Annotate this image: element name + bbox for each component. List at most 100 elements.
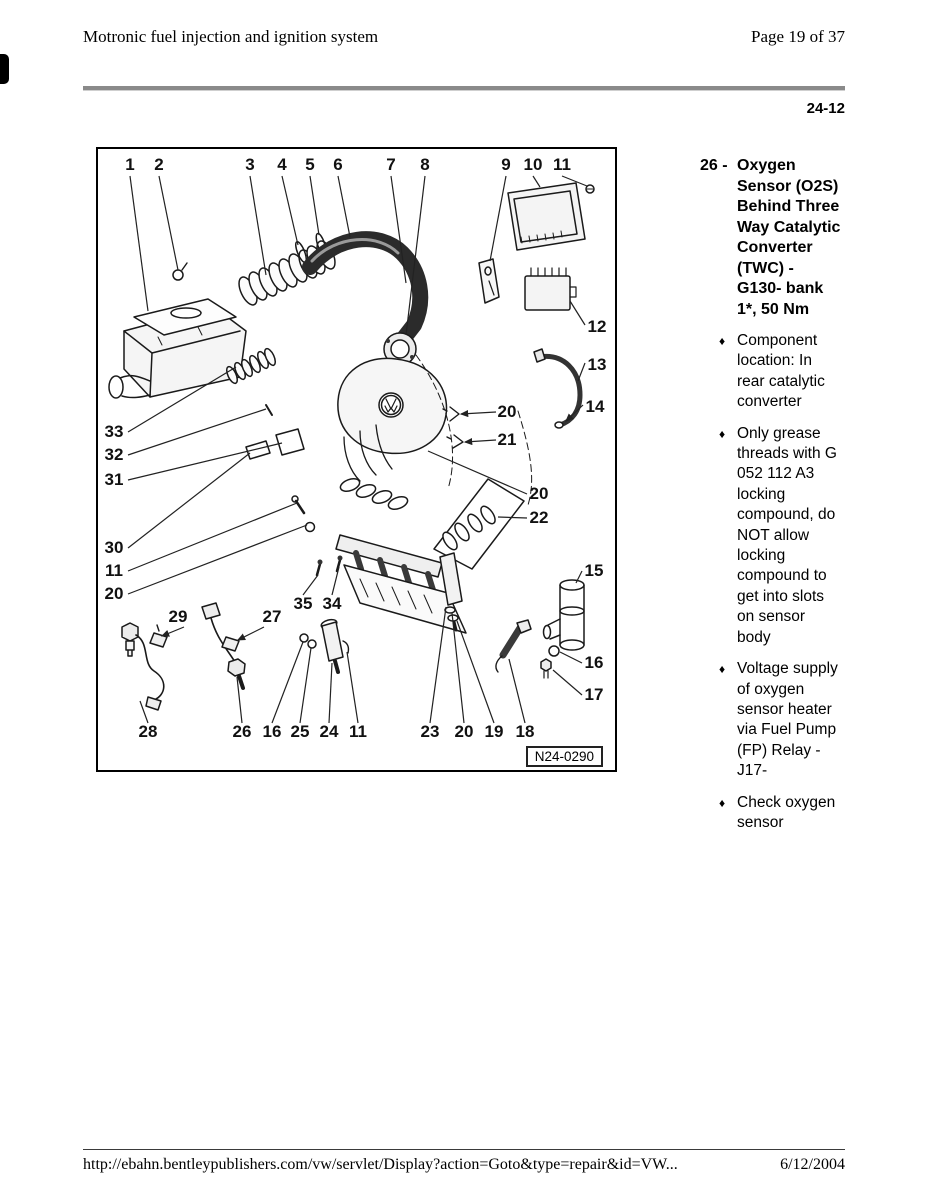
sensor-connectors <box>149 624 240 652</box>
diagram-callout-12: 12 <box>588 317 607 336</box>
diagram-callout-18: 18 <box>516 722 535 741</box>
mounting-bracket <box>478 258 500 304</box>
bullet-item: ♦ Voltage supply of oxygen sensor heater… <box>700 659 850 781</box>
diagram-callout-17: 17 <box>585 685 604 704</box>
leader-line <box>346 651 359 724</box>
diagram-callout-20: 20 <box>105 584 124 603</box>
leader-line <box>532 175 541 188</box>
diagram-callout-20: 20 <box>498 402 517 421</box>
footer-date: 6/12/2004 <box>780 1156 845 1173</box>
diagram-callout-11: 11 <box>349 722 367 741</box>
bullet-item: ♦ Component location: In rear catalytic … <box>700 331 850 413</box>
leader-line <box>552 669 583 696</box>
sensor-plug <box>495 619 532 673</box>
leader-line <box>127 452 251 549</box>
footer-url[interactable]: http://ebahn.bentleypublishers.com/vw/se… <box>83 1156 678 1173</box>
leader-line <box>569 300 586 326</box>
diagram-callout-2: 2 <box>154 155 163 174</box>
leader-line <box>559 651 583 664</box>
diagram-callout-11: 11 <box>105 561 123 580</box>
diamond-bullet-icon: ♦ <box>719 426 726 441</box>
small-clamp <box>172 262 188 281</box>
bullet-item: ♦ Check oxygen sensor <box>700 793 850 834</box>
diagram-callout-10: 10 <box>524 155 543 174</box>
diagram-callout-23: 23 <box>421 722 440 741</box>
breather-tee <box>540 579 585 679</box>
diagram-callout-4: 4 <box>277 155 287 174</box>
diagram-callout-3: 3 <box>245 155 254 174</box>
control-module <box>507 182 595 251</box>
bullet-text: Check oxygen sensor <box>737 793 836 831</box>
bullet-text: Voltage supply of oxygen sensor heater v… <box>737 660 838 780</box>
leader-line <box>337 175 351 238</box>
diagram-callout-33: 33 <box>105 422 124 441</box>
vacuum-hose <box>533 348 583 429</box>
diagram-callout-13: 13 <box>588 355 607 374</box>
throttle-flange <box>383 332 417 366</box>
relay-module <box>524 267 577 311</box>
leader-line <box>249 175 267 276</box>
leader-line <box>565 404 584 422</box>
intake-manifold <box>337 357 448 510</box>
diagram-callout-1: 1 <box>125 155 134 174</box>
leader-line <box>508 658 526 724</box>
footer-divider <box>83 1149 845 1150</box>
diagram-callout-21: 21 <box>498 430 517 449</box>
leader-line <box>302 574 319 596</box>
section-code: 24-12 <box>806 100 845 117</box>
leader-line <box>463 437 497 446</box>
leader-line <box>405 175 426 336</box>
fuel-rail-injectors <box>335 534 467 634</box>
leader-line <box>236 676 243 724</box>
leader-line <box>489 175 507 262</box>
item-description-column: 26 - Oxygen Sensor (O2S) Behind Three Wa… <box>700 156 850 833</box>
bullet-text: Only grease threads with G 052 112 A3 lo… <box>737 424 837 646</box>
leader-line <box>271 641 304 724</box>
leader-line <box>236 626 265 641</box>
leader-line <box>331 566 340 596</box>
engine-artwork <box>108 182 595 711</box>
diagram-callout-16: 16 <box>585 653 604 672</box>
leader-line <box>281 175 299 246</box>
diagram-callout-29: 29 <box>169 607 188 626</box>
header-divider <box>83 86 845 91</box>
figure-number-label: N24-0290 <box>525 746 603 767</box>
leader-line <box>160 626 185 637</box>
leader-line <box>158 175 179 271</box>
diagram-callout-22: 22 <box>530 508 549 527</box>
leader-line <box>299 647 312 724</box>
air-cleaner-assembly <box>108 298 247 399</box>
small-hardware <box>245 404 343 577</box>
page-number: Page 19 of 37 <box>751 27 845 46</box>
leader-line <box>561 175 588 187</box>
diagram-callout-26: 26 <box>233 722 252 741</box>
diagram-callout-31: 31 <box>105 470 124 489</box>
leader-line <box>328 662 333 724</box>
leader-line <box>139 700 149 724</box>
diagram-callout-20: 20 <box>455 722 474 741</box>
diagram-callout-24: 24 <box>320 722 339 741</box>
retaining-clip <box>446 434 464 449</box>
item-number: 26 - <box>700 157 728 174</box>
diagram-callout-7: 7 <box>386 155 395 174</box>
diagram-callout-11: 11 <box>553 155 571 174</box>
leader-line <box>575 570 583 584</box>
intake-duct <box>302 231 429 351</box>
page-title: Motronic fuel injection and ignition sys… <box>83 27 379 46</box>
item-heading: 26 - Oxygen Sensor (O2S) Behind Three Wa… <box>700 156 850 320</box>
leader-line <box>309 175 320 236</box>
diagram-callout-35: 35 <box>294 594 313 613</box>
diagram-callout-9: 9 <box>501 155 510 174</box>
leader-lines <box>127 175 588 724</box>
scan-artifact <box>0 54 9 84</box>
diagram-callout-27: 27 <box>263 607 282 626</box>
leader-line <box>459 409 497 418</box>
diagram-callout-30: 30 <box>105 538 124 557</box>
diagram-callout-34: 34 <box>323 594 342 613</box>
oxygen-sensor-left <box>121 622 165 711</box>
diamond-bullet-icon: ♦ <box>719 662 726 677</box>
diagram-callout-8: 8 <box>420 155 429 174</box>
